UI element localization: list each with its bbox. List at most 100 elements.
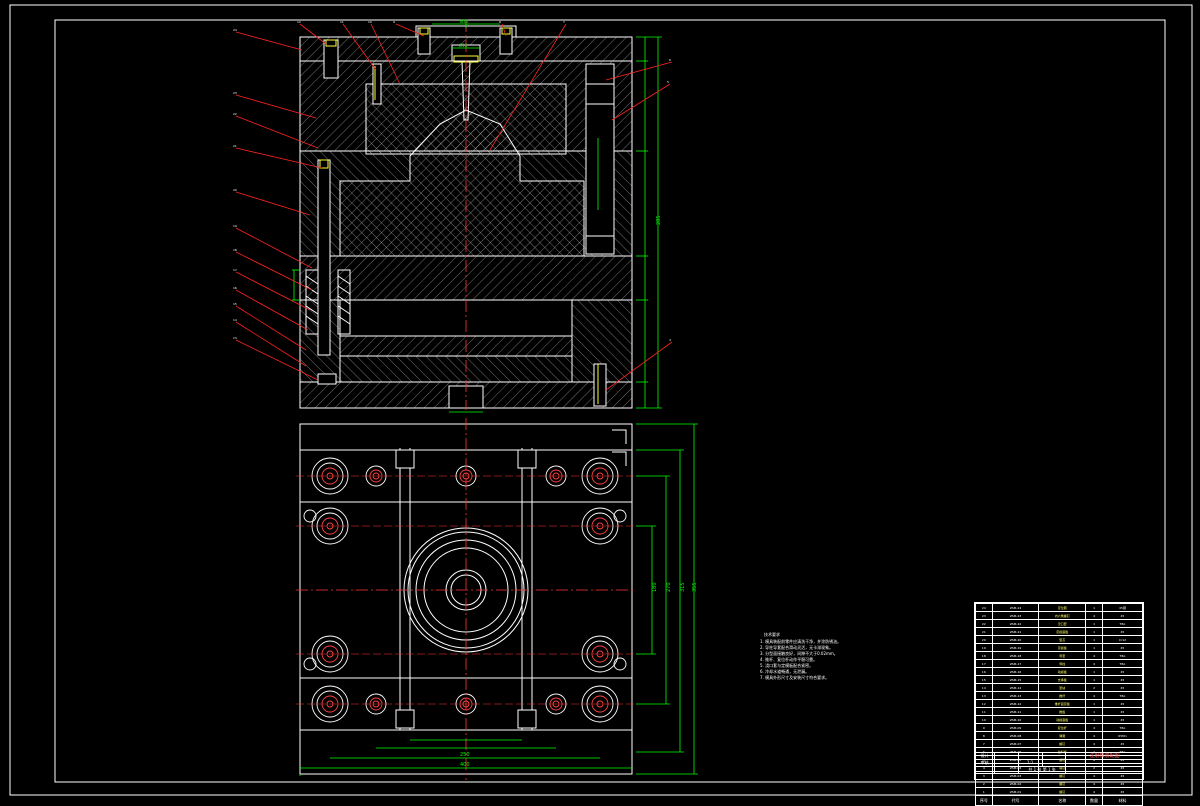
callout-number: 17 [233,268,237,272]
bom-header-cell: 序号 [975,795,993,806]
bom-header-cell: 材料 [1101,795,1144,806]
bom-cell: 15 [975,675,993,684]
sheet-count: 共 1 张 第 1 张 [1017,766,1067,774]
bom-cell: ZSM-08 [991,731,1040,740]
bom-cell: T8A [1101,651,1144,660]
sheet-inner-border [54,19,1166,783]
screw-left [372,63,382,105]
material-box [1065,759,1144,767]
bom-cell: 21 [975,627,993,636]
bom-cell: 45 [1101,627,1144,636]
bom-cell: 螺钉 [1038,787,1087,796]
leader-line [605,341,673,391]
bom-cell: 4 [1085,787,1103,796]
callout-number: 23 [233,91,237,95]
guide-pillar [585,63,615,255]
bom-cell: 10 [975,715,993,724]
bom-cell: 推杆固定板 [1038,699,1087,708]
callout-number: 5 [667,80,669,84]
bom-cell: 4 [1085,651,1103,660]
section-view: 285 Ø30 Ø16 [292,19,662,413]
bom-cell: ZSM-09 [991,723,1040,732]
bom-cell: 垫块 [1038,683,1087,692]
leader-line [235,271,311,311]
bom-cell: 45 [1101,739,1144,748]
bom-cell: 4 [1085,731,1103,740]
callout-number: 16 [233,286,237,290]
bom-cell: ZSM-07 [991,739,1040,748]
bom-cell: 型芯 [1038,635,1087,644]
bom-cell: ZSM-01 [991,787,1040,796]
bom-cell: 弹簧 [1038,731,1087,740]
bom-cell: 12 [975,699,993,708]
bom-cell: ZSM-11 [991,707,1040,716]
title-block: 设计 注射模装配图 审核 1:1 共 1 张 第 1 张 [973,752,1144,780]
leader-line [235,94,317,119]
dim-top-width: 250 [460,752,470,758]
bom-cell: 2 [1085,683,1103,692]
bom-cell: 45钢 [1101,603,1144,612]
bom-cell: 45 [1101,611,1144,620]
bom-cell: 4 [1085,611,1103,620]
bom-cell: ZSM-12 [991,699,1040,708]
bom-cell: 推板 [1038,707,1087,716]
bom-cell: ZSM-14 [991,683,1040,692]
bom-cell: 16 [975,667,993,676]
bom-cell: 4 [1085,659,1103,668]
callout-number: 15 [233,302,237,306]
bom-cell: 45 [1101,643,1144,652]
note-line: 3. 分型面接触良好，间隙不大于0.02mm。 [760,651,838,656]
leader-line [235,339,319,381]
callout-number: 22 [233,112,237,116]
bom-cell: ZSM-15 [991,675,1040,684]
bom-cell: 4 [1085,723,1103,732]
bom-cell: T8A [1101,691,1144,700]
bom-cell: 19 [975,643,993,652]
bom-cell: T8A [1101,659,1144,668]
bom-cell: 1 [1085,627,1103,636]
drawing-title: 注射模装配图 [1065,752,1144,760]
bom-cell: 9 [975,723,993,732]
leader-line [235,115,319,149]
leader-line [235,227,313,269]
bom-cell: 浇口套 [1038,619,1087,628]
bom-cell: 45 [1101,675,1144,684]
leader-line [235,289,309,331]
dim-sprue: Ø30 [460,19,469,24]
sheet-outer-border [9,4,1193,796]
spring-right [337,269,351,335]
ejector-plate [339,355,573,383]
callout-number: 11 [340,20,344,24]
bom-cell: 动模板 [1038,667,1087,676]
note-line: 5. 浇口套与定模板配合紧密。 [760,663,814,668]
bom-cell: ZSM-10 [991,715,1040,724]
bom-cell: 定模板 [1038,643,1087,652]
leader-line [395,23,425,37]
bom-cell: 11 [975,707,993,716]
pin-hole [303,657,317,671]
bom-header-cell: 名称 [1038,795,1087,806]
bom-cell: 18 [975,651,993,660]
callout-number: 20 [233,188,237,192]
note-line: 2. 导柱导套配合滑动灵活，无卡滞现象。 [760,645,834,650]
bom-cell: 定模座板 [1038,627,1087,636]
callout-number: 21 [233,144,237,148]
bom-cell: 8 [975,731,993,740]
bom-cell: 14 [975,683,993,692]
callout-number: 14 [233,318,237,322]
bom-cell: 1 [1085,715,1103,724]
bom-cell: 7 [975,739,993,748]
